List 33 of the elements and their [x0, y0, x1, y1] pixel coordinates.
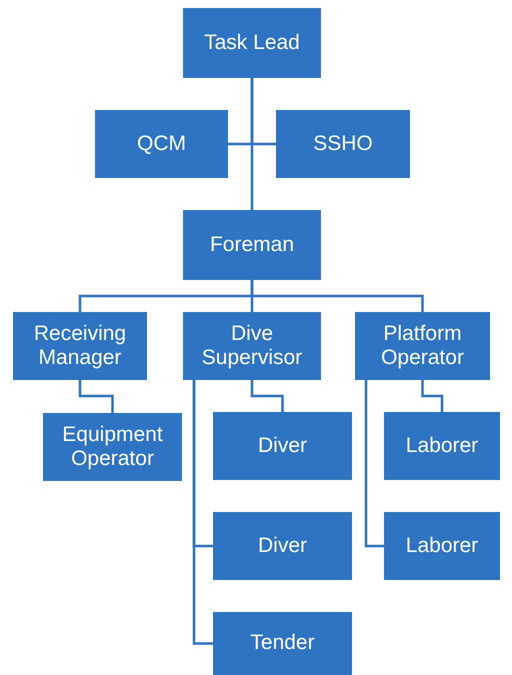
role-title: Equipment Operator [61, 422, 164, 472]
role-title: Tender [250, 631, 315, 656]
role-box [213, 412, 352, 480]
connector-line [250, 380, 284, 412]
role-box [213, 512, 352, 580]
connector-line [364, 380, 384, 548]
role-box [183, 210, 321, 280]
role-title: QCM [137, 132, 186, 156]
role-title: Platform Operator [380, 322, 465, 370]
connector-line [421, 380, 444, 412]
role-box [183, 8, 321, 78]
role-box [276, 110, 410, 178]
role-title: Task Lead [204, 30, 300, 56]
role-title: Dive Supervisor [200, 322, 304, 370]
role-title: Laborer [406, 534, 478, 558]
connector-line [78, 380, 114, 413]
role-box [355, 312, 490, 380]
role-box [384, 512, 500, 580]
role-title: SSHO [313, 132, 373, 156]
role-title: Diver [258, 534, 307, 558]
role-box [43, 413, 182, 481]
role-box [95, 110, 228, 178]
role-title: Receiving Manager [32, 322, 128, 370]
role-box [183, 312, 321, 380]
role-box [213, 612, 352, 675]
role-title: Foreman [210, 232, 294, 258]
role-title: Diver [258, 434, 307, 458]
role-box [384, 412, 500, 480]
connector-line [250, 280, 424, 312]
connector-line [192, 380, 213, 645]
connector-line [250, 78, 254, 210]
role-title: Laborer [406, 434, 478, 458]
role-box [13, 312, 147, 380]
